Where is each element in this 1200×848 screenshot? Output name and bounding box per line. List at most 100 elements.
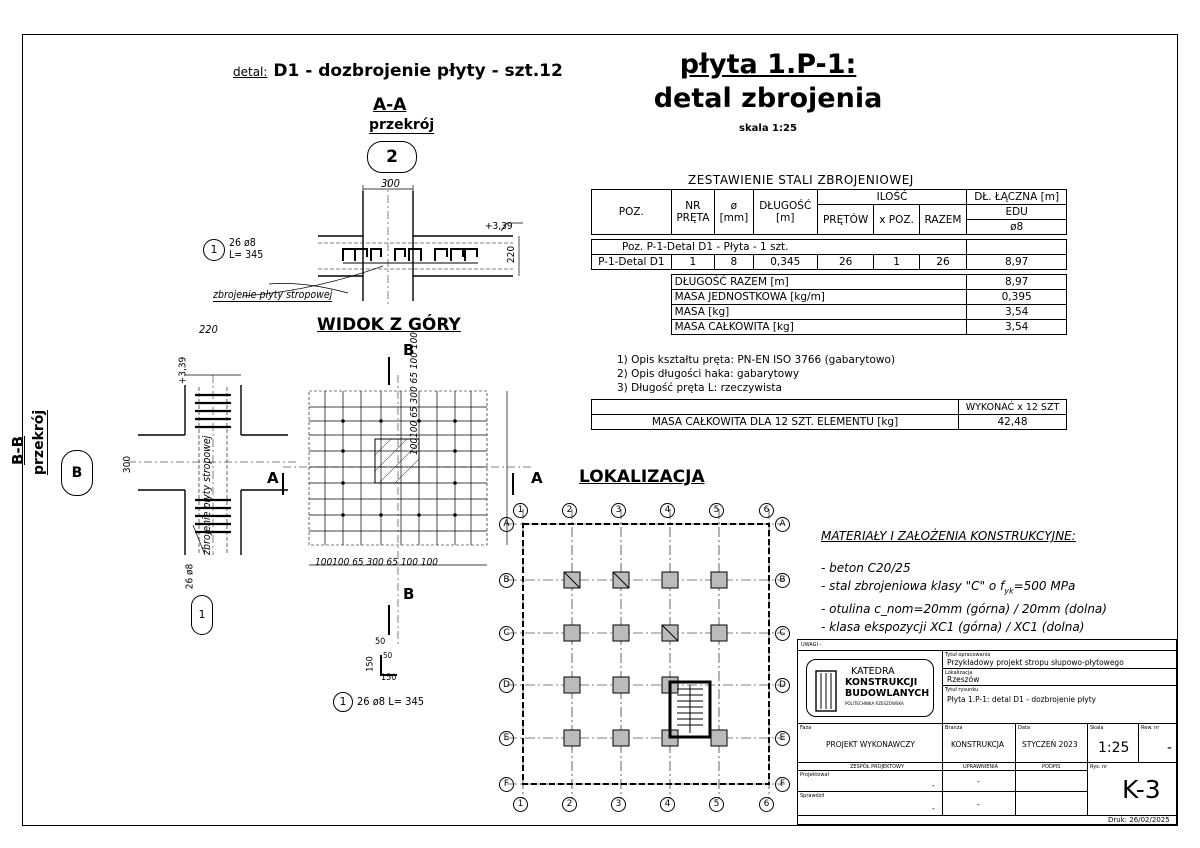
tb-scale-label: Skala [1090,725,1104,731]
axis-col-2-top: 2 [562,503,577,518]
axis-col-5-bottom: 5 [709,797,724,812]
tb-designer-perm: - [977,777,980,786]
th-pretow: PRĘTÓW [816,204,875,235]
sheet-title-line1: płyta 1.P-1: [679,49,857,80]
detail-title: detal: D1 - dozbrojenie płyty - szt.12 [233,61,563,81]
axis-row-d-left: D [499,678,514,693]
cell-poz: P-1-Detal D1 [591,254,672,270]
tb-drawing-cell: Tytuł rysunku Płyta 1.P-1: detal D1 - do… [942,685,1178,724]
tb-branch-value: KONSTRUKCJA [951,740,1005,749]
tb-logo-cell: KATEDRA KONSTRUKCJI BUDOWLANYCH POLITECH… [798,650,943,724]
tb-team-header: ZESPÓŁ PROJEKTOWY [850,764,905,770]
section-bb-label: B-B [9,435,27,465]
th-poz: POZ. [591,189,672,235]
summary-value: 3,54 [966,319,1067,335]
th-dl-laczna: DŁ. ŁĄCZNA [m] [966,189,1067,205]
drawing-sheet: detal: D1 - dozbrojenie płyty - szt.12 p… [9,34,1178,826]
summary-spacer [592,305,672,320]
th-xpoz: x POZ. [873,204,920,235]
tb-date-value: STYCZEŃ 2023 [1022,740,1078,749]
th-ilosc: ILOŚĆ [816,189,968,205]
axis-col-5-top: 5 [709,503,724,518]
logo-line2: KONSTRUKCJI [845,677,918,688]
execution-empty [591,399,959,415]
summary-value: 0,395 [966,289,1067,305]
summary-label: MASA JEDNOSTKOWA [kg/m] [670,289,968,305]
execution-table: WYKONAĆ x 12 SZT MASA CAŁKOWITA DLA 12 S… [591,399,1067,430]
section-bb-num: B [61,450,93,496]
tb-drawing-no-cell: Rys. nr K-3 [1087,762,1178,816]
tb-checker-perm: - [977,800,980,809]
th-phi-line1: ø [730,200,738,212]
tb-date-label: Data [1018,725,1030,731]
section-bb-drawing [128,374,298,555]
axis-row-c-left: C [499,626,514,641]
th-nr-line1: NR [685,200,701,212]
tb-perm-header: UPRAWNIENIA [963,764,999,770]
cell-nr: 1 [670,254,716,270]
cell-len: 0,345 [752,254,818,270]
materials-title: MATERIAŁY I ZAŁOŻENIA KONSTRUKCYJNE: [821,529,1076,543]
th-phi: ø[mm] [714,189,754,235]
top-view-cut-a-left: A [267,469,279,487]
tb-sign-header: PODPIS [1042,764,1061,770]
axis-row-e-left: E [499,731,514,746]
top-view-cut-a-right: A [531,469,543,487]
steel-table-title: ZESTAWIENIE STALI ZBROJENIOWEJ [688,173,914,187]
top-view-dims-right: 100100 65 300 65 100 100 [409,331,420,455]
material-steel-value: =500 MPa [1013,579,1076,593]
axis-col-4-top: 4 [660,503,675,518]
axis-col-6-top: 6 [759,503,774,518]
steel-notes: 1) Opis kształtu pręta: PN-EN ISO 3766 (… [617,353,895,395]
axis-col-3-bottom: 3 [611,797,626,812]
section-aa-drawing [242,179,523,306]
th-len: DŁUGOŚĆ[m] [752,189,818,235]
material-steel: - stal zbrojeniowa klasy "C" o fyk=500 M… [821,577,1107,600]
bar-shape-bottom: 150 [381,673,397,683]
logo-line1: KATEDRA [851,666,895,677]
summary-label: MASA [kg] [670,304,968,320]
axis-col-6-bottom: 6 [759,797,774,812]
cell-pretow: 26 [816,254,875,270]
section-aa-dim-side: 220 [506,245,518,264]
note-1: 1) Opis kształtu pręta: PN-EN ISO 3766 (… [617,354,896,366]
logo-line3: BUDOWLANYCH [845,688,930,699]
th-razem: RAZEM [918,204,968,235]
location-plan [507,509,785,799]
section-aa-dim-top: 300 [381,177,400,190]
tb-location-value: Rzeszów [947,675,980,684]
group-row: Poz. P-1-Detal D1 - Płyta - 1 szt. [590,239,968,255]
bar-shape-pos: 1 [333,692,353,712]
tb-designer-perm-cell: - [942,770,1016,792]
detail-prefix: detal: [233,65,268,79]
summary-spacer [592,320,672,335]
section-aa-bar-desc1: 26 ø8 [229,237,256,249]
section-bb-slab-label: zbrojenie płyty stropowej [201,435,213,555]
material-steel-text: - stal zbrojeniowa klasy "C" o f [821,579,1005,593]
axis-col-1-bottom: 1 [513,797,528,812]
th-len-line1: DŁUGOŚĆ [759,200,812,212]
section-aa-bar-desc2: L= 345 [229,249,264,261]
axis-col-1-top: 1 [513,503,528,518]
th-phi8: ø8 [966,219,1067,235]
note-2: 2) Opis długości haka: gabarytowy [617,368,800,380]
title-block: UWAGI - KATEDRA KONSTRUKCJI BUDOWLANYCH … [797,639,1178,825]
axis-row-f-right: F [775,777,790,792]
th-nr-line2: PRĘTA [676,212,710,224]
axis-row-a-left: A [499,517,514,532]
tb-project-cell: Tytuł opracowania Przykładowy projekt st… [942,650,1178,669]
tb-location-label: Lokalizacja [945,670,973,676]
tb-checker-value: - [932,804,935,813]
tb-phase-cell: Faza PROJEKT WYKONAWCZY [798,723,943,763]
summary-label: DŁUGOŚĆ RAZEM [m] [670,274,968,290]
tb-designer-sign-cell [1015,770,1088,792]
tb-checker-sign-cell [1015,791,1088,816]
tb-project-value: Przykładowy projekt stropu słupowo-płyto… [947,658,1124,667]
cell-razem: 26 [918,254,968,270]
section-bb-sub: przekrój [31,409,48,475]
materials-list: - beton C20/25 - stal zbrojeniowa klasy … [821,559,1107,636]
tb-rev-cell: Rew. nr - [1138,723,1178,763]
tb-location-cell: Lokalizacja Rzeszów [942,668,1178,686]
tb-phase-value: PROJEKT WYKONAWCZY [826,740,916,749]
